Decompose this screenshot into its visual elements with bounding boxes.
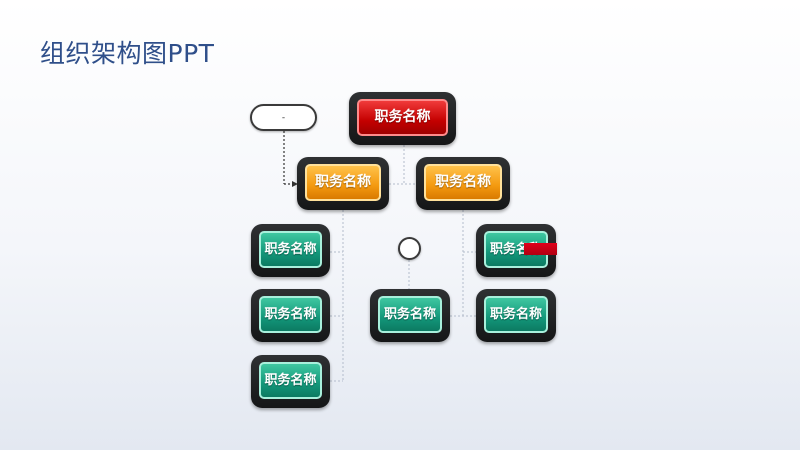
org-node-top[interactable]: 职务名称	[349, 92, 456, 145]
org-node-center[interactable]: 职务名称	[370, 289, 450, 342]
org-node-left-1[interactable]: 职务名称	[251, 224, 330, 277]
red-marker	[524, 243, 557, 255]
page-title: 组织架构图PPT	[40, 39, 215, 68]
org-node-left-2[interactable]: 职务名称	[251, 289, 330, 342]
org-node-label: 职务名称	[378, 296, 442, 333]
org-node-label: 职务名称	[484, 296, 548, 333]
org-node-right-1[interactable]: 职务名称	[476, 224, 556, 277]
pill-label: -	[281, 112, 286, 123]
org-node-label: 职务名称	[484, 231, 548, 268]
org-node-right-mid[interactable]: 职务名称	[416, 157, 510, 210]
org-node-label: 职务名称	[259, 231, 322, 268]
org-node-left-3[interactable]: 职务名称	[251, 355, 330, 408]
org-node-label: 职务名称	[259, 362, 322, 399]
org-node-label: 职务名称	[357, 99, 448, 136]
org-node-left-mid[interactable]: 职务名称	[297, 157, 389, 210]
pill-node[interactable]: -	[250, 104, 317, 131]
circle-node[interactable]	[398, 237, 421, 260]
org-node-label: 职务名称	[305, 164, 381, 201]
org-node-label: 职务名称	[424, 164, 502, 201]
org-node-label: 职务名称	[259, 296, 322, 333]
org-node-right-2[interactable]: 职务名称	[476, 289, 556, 342]
